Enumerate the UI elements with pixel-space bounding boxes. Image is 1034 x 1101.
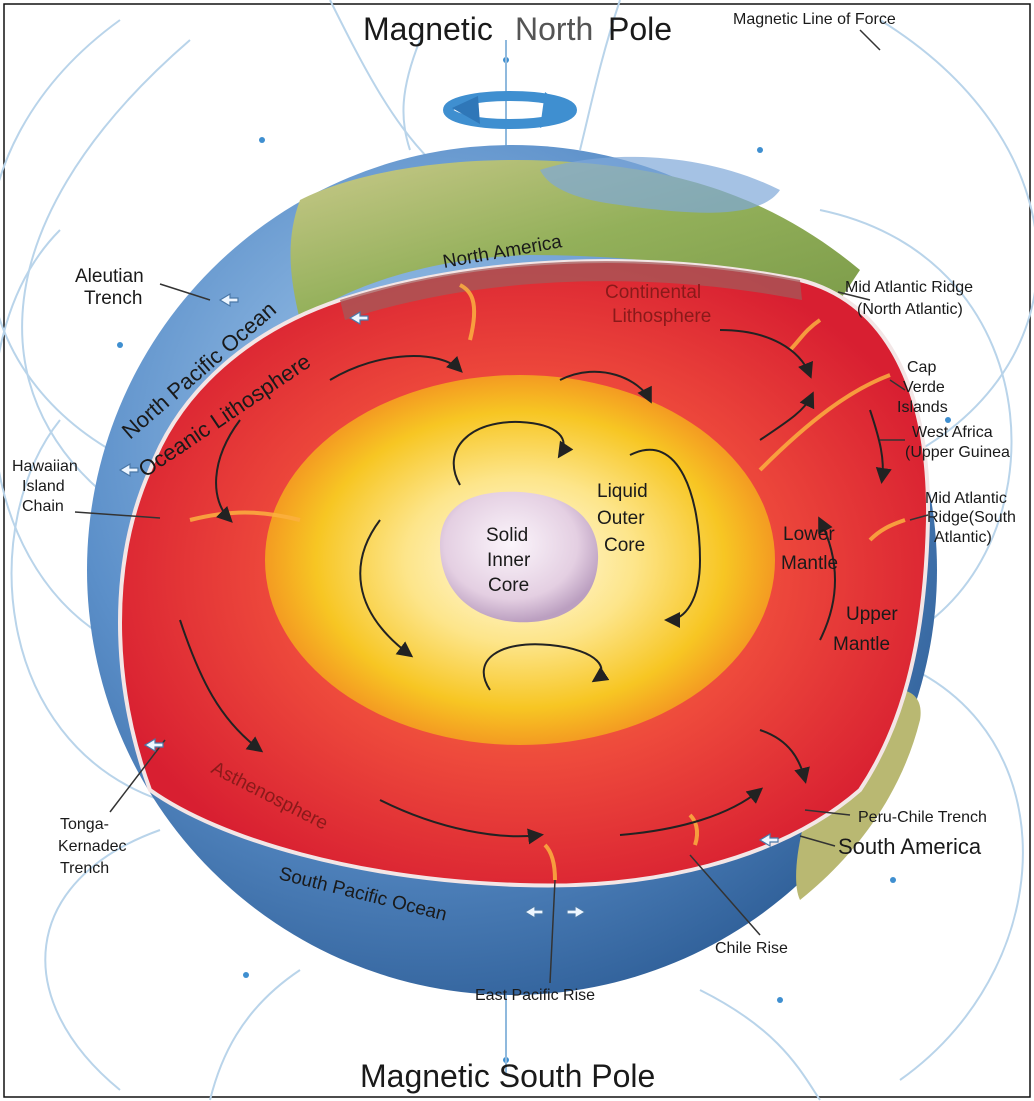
cap-verde-label-1: Cap (907, 359, 936, 376)
west-africa-label-1: West Africa (912, 424, 993, 441)
convection-arrows (179, 329, 892, 845)
frame-border (3, 3, 1031, 1098)
hawaiian-label-1: Hawaiian (12, 458, 78, 475)
cap-verde-label-2: Verde (903, 379, 945, 396)
north-pole-label-magnetic: Magnetic (363, 11, 493, 47)
mid-atlantic-south-label-1: Mid Atlantic (925, 490, 1007, 507)
mid-atlantic-south-label-2: Ridge(South (927, 509, 1016, 526)
chile-rise-label: Chile Rise (715, 940, 788, 957)
upper-mantle-label-1: Upper (846, 604, 898, 625)
mid-atlantic-north-label-1: Mid Atlantic Ridge (845, 279, 973, 296)
hawaiian-label-3: Chain (22, 498, 64, 515)
inner-core-label-3: Core (488, 575, 529, 596)
lithosphere-band (340, 261, 802, 320)
line-of-force-label: Magnetic Line of Force (733, 11, 896, 28)
plate-motion-arrows (118, 292, 779, 920)
upper-mantle-label-2: Mantle (833, 634, 890, 655)
inner-core-label-1: Solid (486, 525, 528, 546)
tonga-label-3: Trench (60, 860, 109, 877)
aleutian-label-1: Aleutian (75, 266, 144, 287)
lower-mantle-label-2: Mantle (781, 553, 838, 574)
cap-verde-label-3: Islands (897, 399, 948, 416)
label-leader-lines (74, 29, 929, 984)
mid-atlantic-south-label-3: Atlantic) (934, 529, 992, 546)
aleutian-label-2: Trench (84, 288, 142, 309)
tonga-label-2: Kernadec (58, 838, 127, 855)
rotation-arrow-icon (443, 91, 577, 129)
solid-inner-core (440, 491, 599, 623)
north-pole-label-pole: Pole (608, 11, 672, 47)
lower-mantle-label-1: Lower (783, 524, 835, 545)
mid-atlantic-north-label-2: (North Atlantic) (857, 301, 963, 318)
south-america-land (796, 689, 921, 900)
hawaiian-label-2: Island (22, 478, 65, 495)
continental-label-2: Lithosphere (612, 306, 711, 327)
inner-core-label-2: Inner (487, 550, 531, 571)
outer-core-label-2: Outer (597, 508, 645, 529)
hudson-bay (540, 156, 780, 213)
west-africa-label-2: (Upper Guinea (905, 444, 1010, 461)
continental-label-1: Continental (605, 282, 701, 303)
tonga-label-1: Tonga- (60, 816, 109, 833)
peru-chile-label: Peru-Chile Trench (858, 809, 987, 826)
outer-core-label-3: Core (604, 535, 645, 556)
north-pole-label-north: North (515, 11, 593, 47)
outer-core-label-1: Liquid (597, 481, 648, 502)
south-pole-label: Magnetic South Pole (360, 1058, 655, 1094)
mantle-plumes (189, 283, 906, 881)
south-america-label: South America (838, 834, 982, 859)
east-pacific-rise-label: East Pacific Rise (475, 987, 595, 1004)
